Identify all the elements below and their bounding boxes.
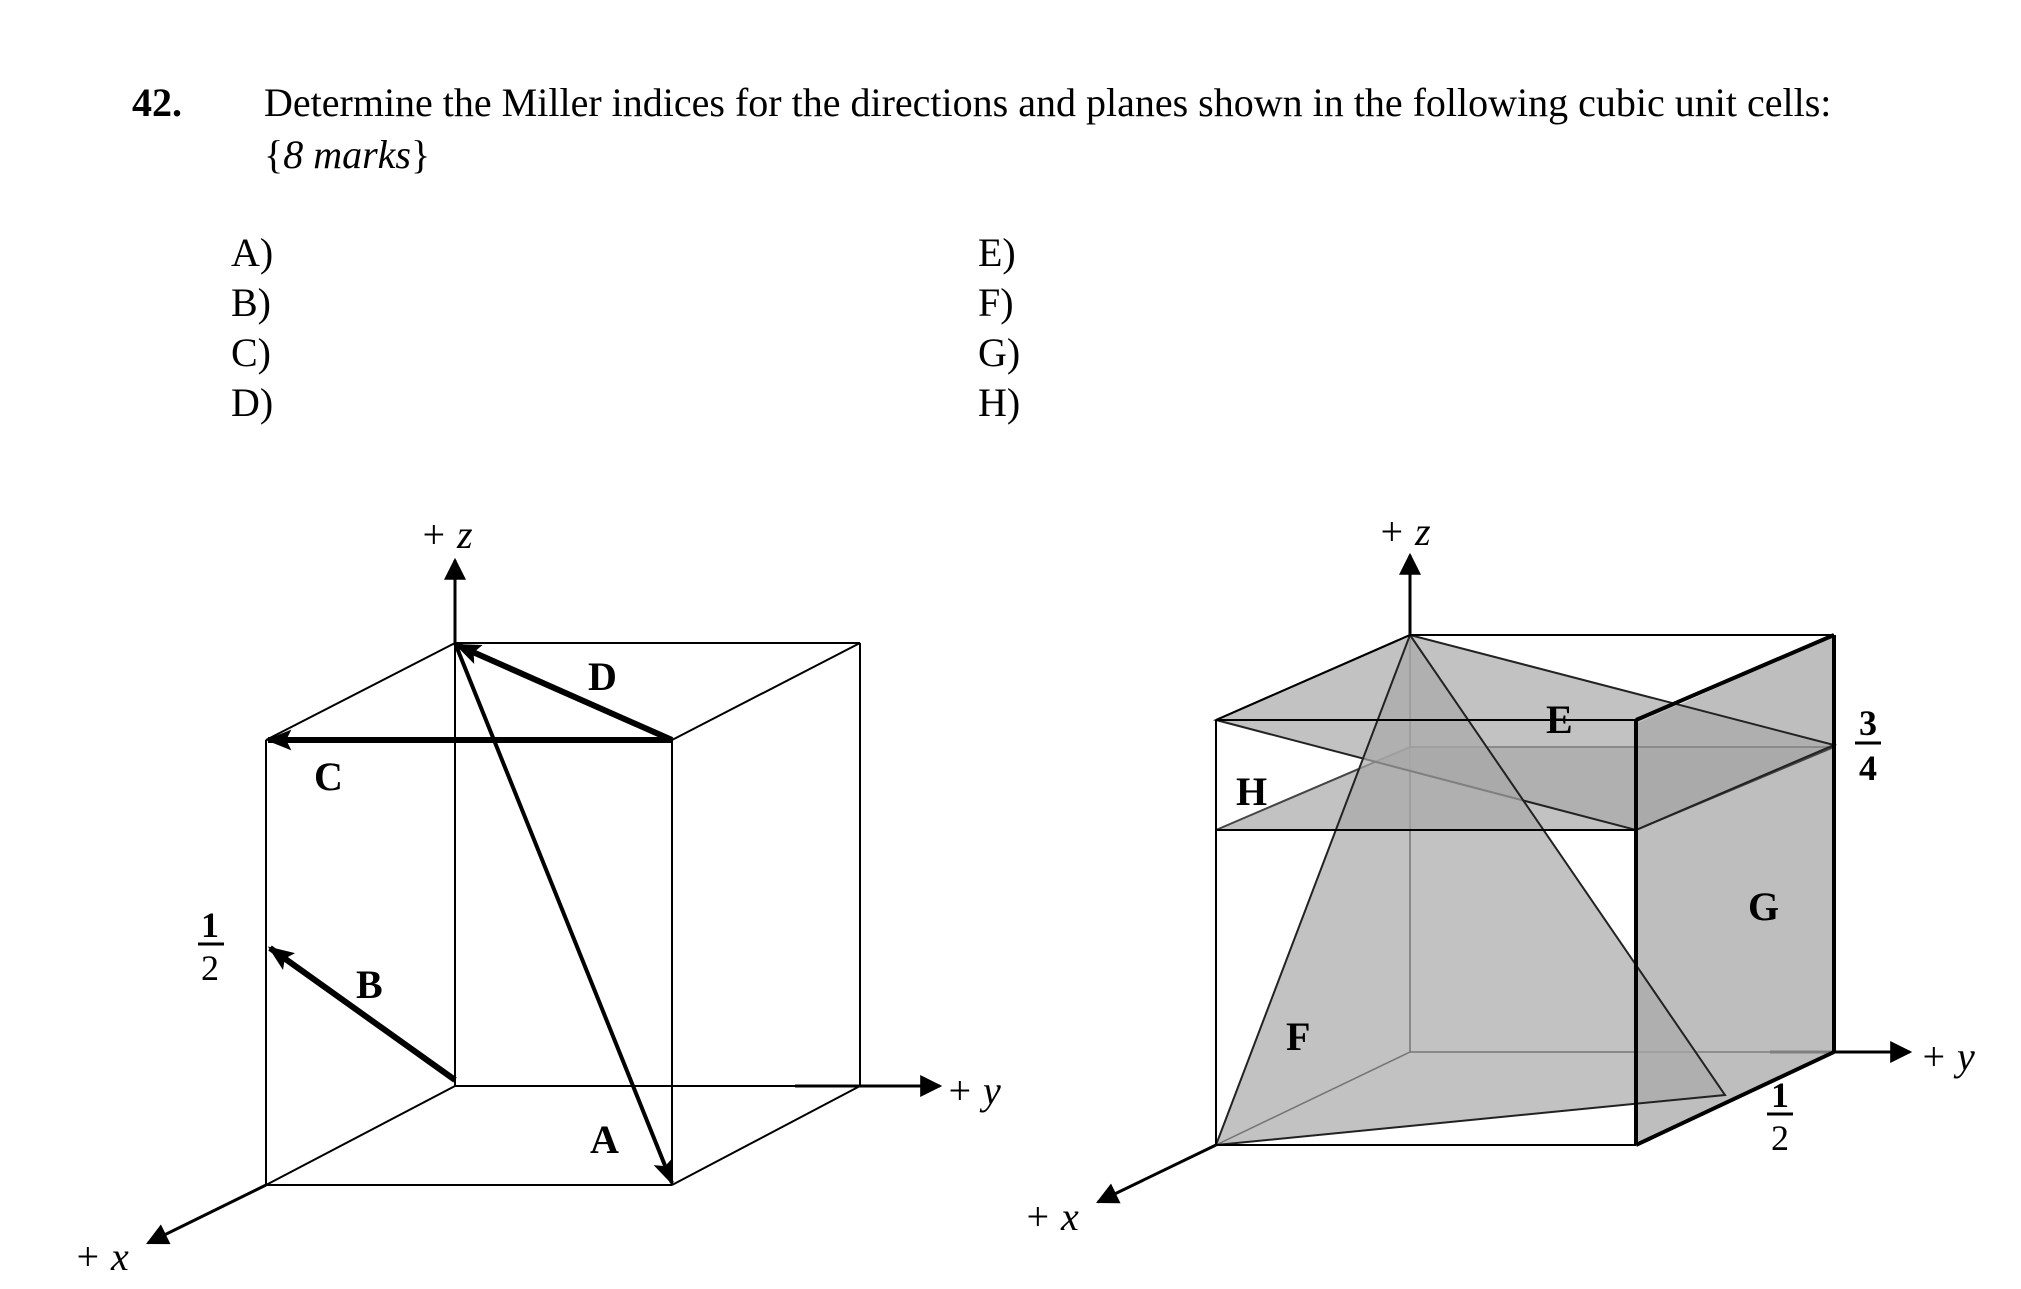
left-cube-edges xyxy=(265,642,861,1186)
marks-open-brace: { xyxy=(264,132,284,177)
answer-label-b: B) xyxy=(231,280,271,325)
answer-label-c: C) xyxy=(231,330,271,375)
right-y-axis-label: + y xyxy=(1920,1034,1975,1079)
marks-close-brace: } xyxy=(410,132,431,177)
right-z-axis-label: + z xyxy=(1378,509,1431,554)
right-fraction-bottom-numerator: 1 xyxy=(1771,1075,1789,1115)
left-fraction-numerator: 1 xyxy=(201,905,219,945)
right-fraction-top-numerator: 3 xyxy=(1859,703,1877,743)
plane-f xyxy=(1214,632,1727,1147)
label-e: E xyxy=(1546,697,1573,742)
direction-a-arrow xyxy=(453,642,674,1186)
left-fraction-denominator: 2 xyxy=(201,948,219,988)
question-number: 42. xyxy=(132,80,182,125)
answer-label-f: F) xyxy=(978,280,1014,325)
answer-label-d: D) xyxy=(231,380,274,425)
answer-list-planes: E) F) G) H) xyxy=(978,228,1020,428)
right-fraction-half: 1 2 xyxy=(1767,1075,1793,1158)
left-fraction-half: 1 2 xyxy=(198,905,224,988)
marks-allocation: {8 marks} xyxy=(264,130,430,180)
answer-list-directions: A) B) C) D) xyxy=(231,228,273,428)
label-g: G xyxy=(1748,884,1779,929)
left-y-axis-label: + y xyxy=(946,1068,1001,1113)
label-c: C xyxy=(314,754,343,799)
label-a: A xyxy=(590,1117,619,1162)
answer-label-h: H) xyxy=(978,380,1021,425)
marks-text: 8 marks xyxy=(283,132,411,177)
right-cube-edges xyxy=(1215,634,1834,1146)
direction-d-arrow xyxy=(454,642,674,743)
left-unit-cell: A B C D + z + y + x 1 2 xyxy=(74,512,1001,1279)
direction-b-arrow xyxy=(267,945,457,1083)
right-fraction-top-denominator: 4 xyxy=(1859,748,1877,788)
right-x-axis xyxy=(1096,1143,1217,1204)
label-f: F xyxy=(1286,1014,1310,1059)
label-h: H xyxy=(1236,769,1267,814)
right-x-axis-label: + x xyxy=(1024,1194,1079,1239)
answer-label-a: A) xyxy=(231,230,274,275)
label-d: D xyxy=(588,654,617,699)
left-x-axis xyxy=(146,1183,267,1245)
label-b: B xyxy=(356,962,383,1007)
left-x-axis-label: + x xyxy=(74,1234,129,1279)
question-text: Determine the Miller indices for the dir… xyxy=(264,80,1832,125)
answer-label-e: E) xyxy=(978,230,1016,275)
left-z-axis-label: + z xyxy=(420,512,473,557)
right-unit-cell: E F G H + z + y + x 3 4 1 2 xyxy=(1024,509,1975,1239)
right-fraction-three-quarters: 3 4 xyxy=(1855,703,1881,788)
right-fraction-bottom-denominator: 2 xyxy=(1771,1118,1789,1158)
answer-label-g: G) xyxy=(978,330,1021,375)
right-cube-bold-edges xyxy=(1634,633,1836,1147)
